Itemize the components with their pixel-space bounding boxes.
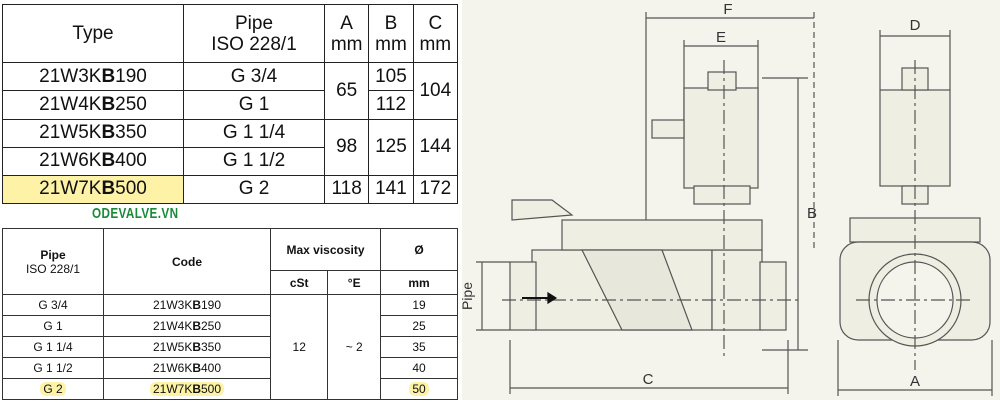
pipe-cell: G 1 xyxy=(183,90,325,120)
type-cell: 21W5KB350 xyxy=(2,118,184,148)
code-cell: 21W3KB190 xyxy=(103,294,271,316)
a-cell: 98 xyxy=(323,118,370,176)
col-mm: mm xyxy=(380,270,458,295)
table-row: 21W4KB250 G 1 112 xyxy=(2,90,458,120)
b-cell: 125 xyxy=(368,118,414,176)
code-cell: 21W6KB400 xyxy=(103,357,271,379)
c-cell: 144 xyxy=(412,118,459,176)
e-cell: ~ 2 xyxy=(327,294,381,400)
dia-cell: 25 xyxy=(380,315,458,337)
table-row: G 3/4 21W3KB190 12 ~ 2 19 xyxy=(2,294,458,400)
b-cell: 105 xyxy=(368,62,414,92)
col-cst: cSt xyxy=(269,270,329,295)
table-row: 21W5KB350 G 1 1/4 98 125 144 xyxy=(2,118,459,176)
table-row: 21W3KB190 G 3/4 65 105 104 xyxy=(2,62,459,120)
b-cell: 141 xyxy=(368,174,414,205)
col-e: °E xyxy=(327,270,381,295)
table-row: G 1 21W4KB250 25 xyxy=(2,315,458,337)
brand-watermark: ODEVALVE.VN xyxy=(92,205,179,222)
pipe-cell: G 2 xyxy=(2,378,104,400)
label-pipe: Pipe xyxy=(462,282,475,310)
label-c: C xyxy=(643,371,654,388)
type-cell: 21W4KB250 xyxy=(2,90,184,120)
technical-drawing-panel: F E D B C A Pipe xyxy=(459,0,1000,400)
pipe-cell: G 1 1/2 xyxy=(183,146,325,176)
pipe-cell: G 2 xyxy=(183,174,325,205)
code-cell: 21W5KB350 xyxy=(103,336,271,358)
dia-cell: 40 xyxy=(380,357,458,379)
type-cell: 21W3KB190 xyxy=(2,62,184,92)
type-cell: 21W6KB400 xyxy=(2,146,184,176)
label-e: E xyxy=(716,29,726,46)
a-cell: 118 xyxy=(323,174,370,205)
table-row-highlighted: 21W7KB500 G 2 118 141 172 xyxy=(2,174,459,205)
table-row-highlighted: G 2 21W7KB500 50 xyxy=(2,378,458,400)
code-cell: 21W7KB500 xyxy=(103,378,271,400)
label-b: B xyxy=(807,205,817,222)
code-cell: 21W4KB250 xyxy=(103,315,271,337)
pipe-cell: G 3/4 xyxy=(2,294,104,316)
coil-side xyxy=(683,87,759,189)
a-cell: 65 xyxy=(323,62,370,120)
table-row: G 1 1/2 21W6KB400 40 xyxy=(2,357,458,379)
col-max-viscosity: Max viscosity xyxy=(270,228,381,271)
pipe-cell: G 1 1/2 xyxy=(2,357,104,379)
c-cell: 104 xyxy=(412,62,459,120)
pipe-cell: G 1 1/4 xyxy=(183,118,325,148)
valve-drawing: F E D B C A Pipe xyxy=(459,0,1000,400)
pipe-cell: G 3/4 xyxy=(183,62,325,92)
label-d: D xyxy=(910,17,921,34)
pipe-cell: G 1 1/4 xyxy=(2,336,104,358)
type-cell: 21W7KB500 xyxy=(2,174,184,205)
label-f: F xyxy=(723,1,732,18)
dia-cell: 50 xyxy=(380,378,458,400)
col-type: Type xyxy=(2,3,184,64)
b-cell: 112 xyxy=(368,90,414,120)
table-row: G 1 1/4 21W5KB350 35 xyxy=(2,336,458,358)
cst-cell: 12 xyxy=(269,294,329,400)
dia-cell: 19 xyxy=(380,294,458,316)
connector-pin xyxy=(651,119,685,139)
dia-cell: 35 xyxy=(380,336,458,358)
col-diameter: Ø xyxy=(380,228,458,271)
pipe-cell: G 1 xyxy=(2,315,104,337)
col-code: Code xyxy=(103,228,271,295)
c-cell: 172 xyxy=(412,174,459,205)
label-a: A xyxy=(910,373,920,390)
